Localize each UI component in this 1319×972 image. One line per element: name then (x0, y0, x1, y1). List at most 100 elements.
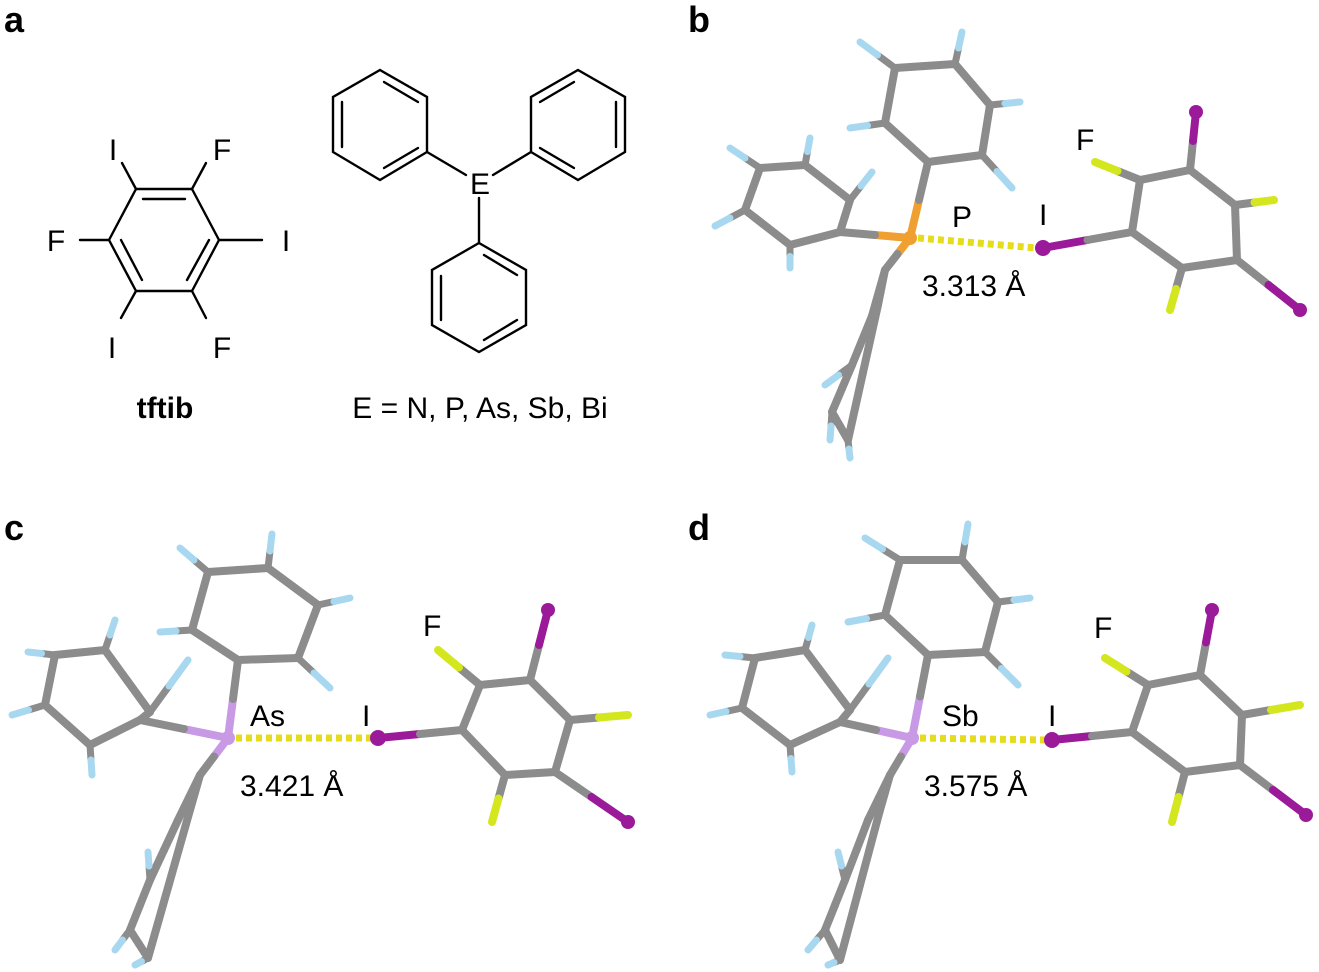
c-h-bond (861, 534, 886, 553)
carbon-bond (786, 729, 819, 749)
carbon-bond (924, 649, 961, 659)
c-h-bond (721, 651, 744, 660)
panel-b-pnictogen-label: P (952, 201, 972, 234)
panel-label-b: b (688, 0, 710, 40)
carbon-bond (982, 101, 994, 134)
panel-c-iodine-label: I (362, 700, 370, 733)
panel-d-molecule (706, 520, 1313, 969)
panel-d-fluorine-label: F (1094, 612, 1112, 645)
c-i-bond (416, 726, 466, 738)
panel-b-molecule (711, 28, 1307, 462)
carbon-bond (546, 696, 574, 724)
c-f-bond (494, 771, 509, 803)
carbon-bond (1128, 228, 1161, 254)
pnictogen-atom (221, 731, 235, 745)
carbon-bond (1236, 736, 1245, 769)
pnictogen-atom (903, 231, 917, 245)
carbon-bond (978, 126, 990, 159)
c-h-bond (165, 656, 192, 690)
carbon-bond (1136, 171, 1169, 184)
c-h-bond (955, 28, 966, 52)
c-h-bond (844, 615, 870, 626)
carbon-bond (188, 626, 219, 649)
carbon-bond (476, 678, 509, 689)
carbon-bond (126, 901, 144, 934)
c-h-bond (144, 848, 153, 870)
pnictogen-carbon-bond (916, 651, 932, 701)
carbon-bond (1128, 728, 1163, 756)
carbon-bond (762, 722, 794, 749)
carbon-bond (551, 742, 567, 776)
c-h-bond (146, 682, 173, 716)
iodine-atom (370, 730, 386, 746)
carbon-bond (204, 566, 242, 576)
c-f-bond (1174, 768, 1189, 801)
carbon-bond (1181, 764, 1217, 776)
carbon-bond (160, 816, 182, 854)
carbon-bond (924, 154, 959, 166)
panel-c-distance-label: 3.421 Å (240, 770, 343, 803)
carbon-bond (144, 880, 173, 962)
c-h-bond (826, 422, 835, 444)
carbon-bond (1161, 166, 1194, 179)
c-i-bond (587, 793, 632, 826)
c-h-bond (711, 214, 734, 230)
c-h-bond (787, 755, 796, 776)
carbon-bond (1144, 676, 1178, 689)
c-h-bond (993, 168, 1016, 192)
carbon-bond (1208, 761, 1244, 773)
carbon-bond (294, 627, 312, 662)
carbon-bond (304, 601, 322, 636)
carbon-bond (958, 556, 984, 585)
c-h-bond (8, 706, 32, 719)
c-h-bond (834, 848, 845, 870)
c-h-bond (706, 708, 730, 719)
c-i-bond (1186, 137, 1197, 174)
carbon-bond (63, 721, 94, 749)
triaryl-structure: E E = N, P, As, Sb, Bi (331, 68, 627, 425)
carbon-bond (864, 793, 883, 824)
carbon-bond (852, 816, 872, 854)
c-f-bond (595, 711, 632, 722)
carbon-bond (987, 598, 1002, 631)
carbon-bond (1136, 681, 1152, 713)
carbon-bond (881, 611, 911, 639)
c-h-bond (294, 654, 318, 677)
carbon-bond (211, 641, 242, 664)
carbon-bond (811, 718, 844, 738)
c-h-bond (846, 122, 871, 132)
c-h-bond (981, 648, 1005, 672)
carbon-bond (881, 91, 894, 127)
carbon-bond (86, 728, 119, 749)
carbon-bond (1170, 671, 1204, 684)
c-f-bond (434, 646, 463, 672)
carbon-bond (526, 768, 559, 778)
carbon-bond (264, 654, 302, 663)
carbon-bond (831, 876, 849, 909)
c-f-bond (488, 794, 503, 826)
carbon-bond (458, 703, 475, 734)
pnictogen-carbon-bond (836, 228, 879, 239)
iodine-atom (1035, 240, 1051, 256)
c-f-bond (1166, 285, 1180, 314)
carbon-bond (51, 648, 84, 659)
carbon-bond (1128, 704, 1144, 736)
carbon-bond (1196, 671, 1225, 699)
c-i-bond (526, 641, 543, 684)
pnictogen-carbon-bond (180, 725, 232, 742)
carbon-bond (101, 646, 132, 685)
panel-a-structures: I F F I I F tftib (47, 68, 627, 425)
panel-d-distance-label: 3.575 Å (924, 770, 1027, 803)
carbon-bond (234, 564, 272, 574)
tftib-name: tftib (137, 392, 194, 425)
carbon-bond (856, 806, 884, 889)
carbon-bond (836, 881, 864, 964)
c-h-bond (266, 530, 276, 555)
carbon-bond (844, 368, 867, 444)
carbon-bond (1154, 748, 1189, 776)
carbon-bond (886, 64, 899, 100)
carbon-bond (123, 677, 154, 716)
